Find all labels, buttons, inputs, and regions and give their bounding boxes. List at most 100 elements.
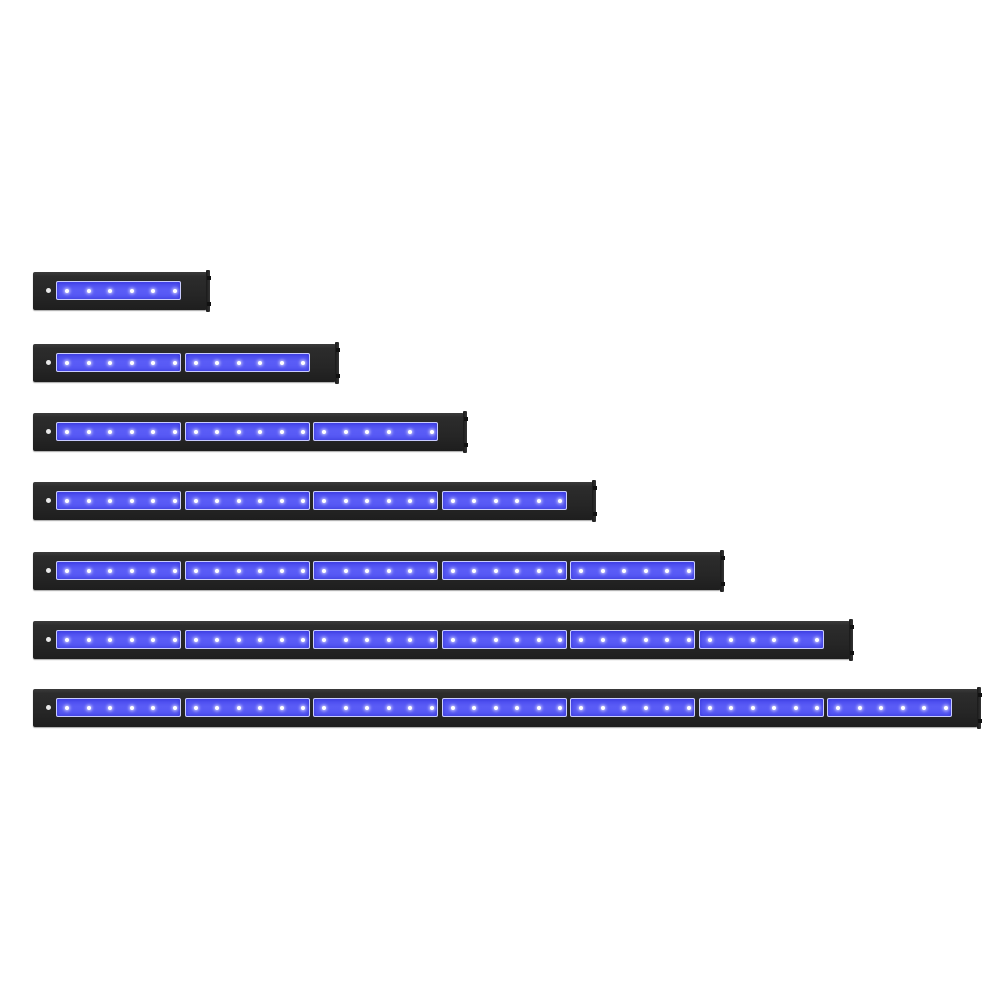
led-diode bbox=[386, 706, 391, 710]
led-diode bbox=[279, 706, 284, 710]
led-diode bbox=[386, 638, 391, 642]
led-diode bbox=[558, 638, 562, 642]
led-diode bbox=[193, 361, 198, 365]
led-diode bbox=[215, 569, 219, 573]
led-diode bbox=[600, 706, 605, 710]
led-diode bbox=[151, 361, 155, 365]
led-diode bbox=[279, 499, 284, 503]
led-diode bbox=[857, 706, 862, 710]
led-diode bbox=[193, 430, 198, 434]
led-diode bbox=[65, 499, 69, 503]
led-diode bbox=[322, 430, 326, 434]
led-diode bbox=[600, 569, 605, 573]
light-bar-2-module bbox=[33, 342, 340, 384]
led-diode bbox=[322, 706, 326, 710]
light-bar-5-module bbox=[33, 550, 725, 592]
led-module bbox=[313, 491, 438, 510]
led-diode bbox=[151, 706, 155, 710]
light-bar-3-module bbox=[33, 411, 468, 453]
led-diode bbox=[236, 499, 241, 503]
led-diode bbox=[600, 638, 605, 642]
led-diode bbox=[193, 706, 198, 710]
led-diode bbox=[215, 430, 219, 434]
led-module bbox=[698, 698, 824, 717]
led-diode bbox=[65, 569, 69, 573]
led-diode bbox=[151, 499, 155, 503]
led-diode bbox=[408, 706, 412, 710]
led-module bbox=[313, 422, 438, 441]
led-diode bbox=[536, 499, 541, 503]
led-diode bbox=[151, 638, 155, 642]
led-diode bbox=[900, 706, 905, 710]
led-diode bbox=[193, 499, 198, 503]
led-diode bbox=[643, 638, 648, 642]
led-diode bbox=[707, 638, 712, 642]
led-diode bbox=[793, 638, 798, 642]
led-diode bbox=[129, 638, 134, 642]
led-diode bbox=[215, 361, 219, 365]
led-diode bbox=[172, 289, 177, 293]
led-diode bbox=[65, 430, 69, 434]
mounting-screw bbox=[46, 568, 51, 573]
led-module bbox=[570, 561, 695, 580]
led-module bbox=[56, 630, 181, 649]
led-diode bbox=[408, 569, 412, 573]
mounting-screw bbox=[46, 705, 51, 710]
led-diode bbox=[643, 706, 648, 710]
led-diode bbox=[322, 638, 326, 642]
led-diode bbox=[729, 706, 733, 710]
led-diode bbox=[943, 706, 948, 710]
led-diode bbox=[365, 499, 369, 503]
led-diode bbox=[450, 706, 455, 710]
led-diode bbox=[665, 638, 669, 642]
light-bar-7-module bbox=[33, 687, 982, 729]
mounting-screw bbox=[46, 637, 51, 642]
led-module bbox=[184, 422, 310, 441]
led-diode bbox=[129, 569, 134, 573]
led-diode bbox=[279, 638, 284, 642]
led-diode bbox=[558, 706, 562, 710]
light-bar-1-module bbox=[33, 270, 211, 312]
led-diode bbox=[686, 706, 691, 710]
led-diode bbox=[472, 569, 476, 573]
led-diode bbox=[579, 638, 583, 642]
led-module bbox=[441, 491, 567, 510]
led-diode bbox=[772, 638, 776, 642]
bar-end-bracket bbox=[977, 687, 982, 729]
led-diode bbox=[65, 289, 69, 293]
led-module bbox=[184, 698, 310, 717]
led-diode bbox=[536, 706, 541, 710]
mounting-screw bbox=[46, 498, 51, 503]
led-diode bbox=[151, 430, 155, 434]
led-diode bbox=[86, 499, 91, 503]
led-diode bbox=[343, 430, 348, 434]
led-diode bbox=[536, 569, 541, 573]
led-diode bbox=[429, 638, 434, 642]
led-module bbox=[184, 630, 310, 649]
led-diode bbox=[665, 706, 669, 710]
led-diode bbox=[493, 706, 498, 710]
led-diode bbox=[108, 638, 112, 642]
led-diode bbox=[729, 638, 733, 642]
led-diode bbox=[129, 361, 134, 365]
led-diode bbox=[129, 430, 134, 434]
led-diode bbox=[343, 569, 348, 573]
led-diode bbox=[301, 430, 305, 434]
led-diode bbox=[193, 569, 198, 573]
led-diode bbox=[343, 499, 348, 503]
led-diode bbox=[301, 638, 305, 642]
led-diode bbox=[172, 638, 177, 642]
led-diode bbox=[429, 430, 434, 434]
led-diode bbox=[322, 569, 326, 573]
led-diode bbox=[408, 430, 412, 434]
led-diode bbox=[86, 289, 91, 293]
led-diode bbox=[279, 569, 284, 573]
led-diode bbox=[515, 499, 519, 503]
led-diode bbox=[472, 638, 476, 642]
led-diode bbox=[108, 289, 112, 293]
led-diode bbox=[322, 499, 326, 503]
mounting-screw bbox=[46, 360, 51, 365]
led-diode bbox=[108, 569, 112, 573]
led-diode bbox=[301, 499, 305, 503]
